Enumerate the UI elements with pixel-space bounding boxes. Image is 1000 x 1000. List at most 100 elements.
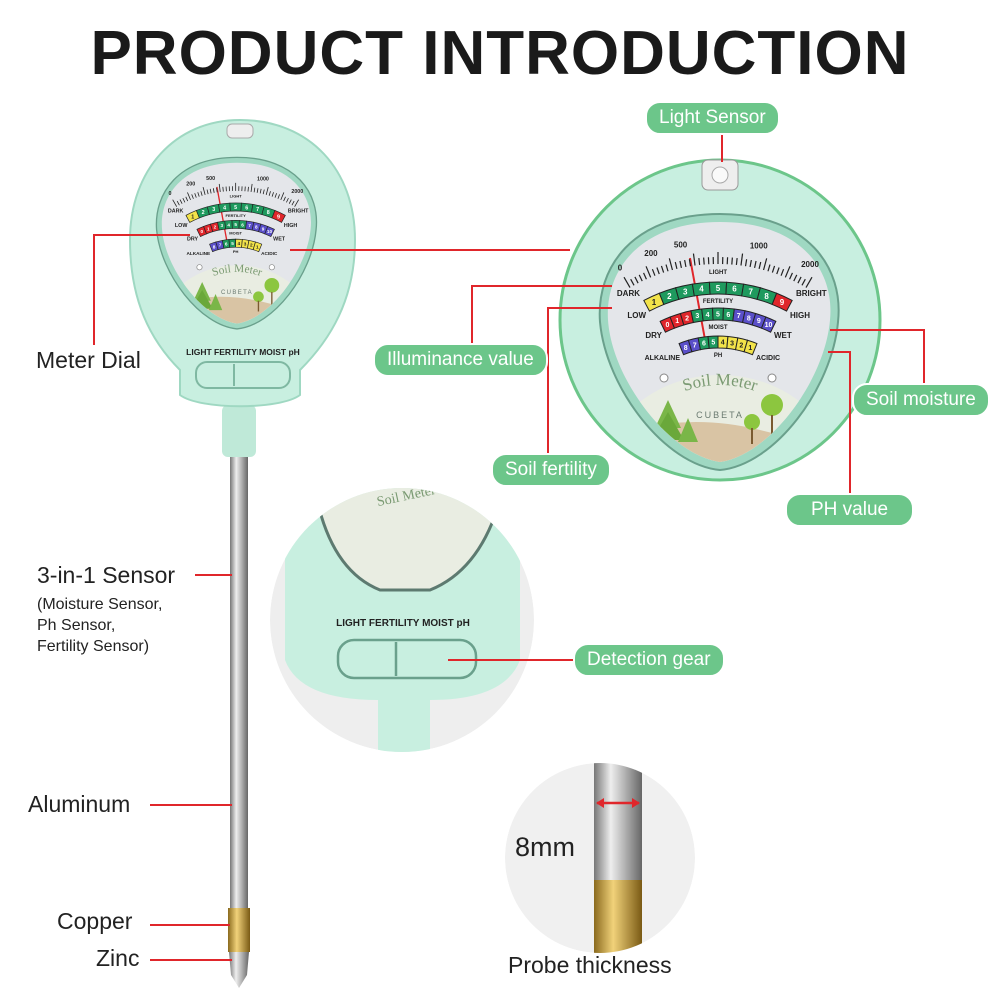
moist-scale-label: 6: [726, 312, 730, 319]
switch-labels-zoom: LIGHT FERTILITY MOIST pH: [336, 618, 470, 629]
switch-labels: LIGHT FERTILITY MOIST pH: [186, 347, 300, 357]
label-zinc: Zinc: [96, 945, 140, 971]
callout-detection-gear: Detection gear: [573, 643, 725, 677]
light-tick: [771, 265, 776, 273]
light-tick: [789, 272, 793, 280]
light-tick: [703, 257, 705, 265]
ph-scale-label: 1: [748, 345, 752, 352]
probe-zoom: [505, 763, 695, 953]
light-tick: [623, 276, 631, 288]
label-3in1-sensor: 3-in-1 Sensor: [37, 562, 176, 588]
fertility-scale-label: 3: [683, 287, 688, 296]
light-tick: [651, 268, 656, 276]
sensor-sub-fertility: Fertility Sensor): [37, 638, 150, 655]
moist-segment: [760, 316, 777, 333]
screw: [659, 373, 669, 383]
light-tick: [630, 278, 635, 286]
brand-name: CUBETA: [696, 410, 744, 420]
alkaline-label: ALKALINE: [645, 355, 681, 362]
light-tick: [674, 261, 678, 270]
light-scale-label: 0: [618, 263, 623, 272]
light-tick: [740, 253, 744, 266]
fertility-segment: [771, 292, 793, 312]
label-meter-dial: Meter Dial: [36, 347, 141, 373]
label-aluminum: Aluminum: [28, 791, 131, 817]
light-tick: [679, 260, 682, 268]
light-sensor-small: [226, 123, 254, 139]
ph-scale-label: 7: [693, 342, 697, 349]
probe-caption: Probe thickness: [508, 952, 672, 978]
fertility-scale-name: FERTILITY: [703, 299, 733, 305]
left-meter: LIGHT FERTILITY MOIST pH: [128, 118, 357, 988]
fertility-scale-label: 6: [732, 285, 737, 294]
light-tick: [665, 264, 669, 272]
dry-label: DRY: [645, 331, 662, 340]
light-tick: [784, 266, 791, 278]
dial-needle: [689, 257, 707, 346]
callout-illuminance: Illuminance value: [373, 343, 548, 377]
light-scale-label: 200: [644, 249, 658, 258]
light-tick: [744, 259, 748, 267]
fertility-scale-label: 9: [780, 298, 785, 307]
light-tick: [684, 259, 687, 268]
copper-section: [228, 908, 250, 952]
light-tick: [780, 268, 785, 276]
callout-soil-fertility: Soil fertility: [491, 453, 611, 487]
moist-scale-label: 5: [716, 311, 720, 318]
ph-scale-label: 4: [721, 340, 725, 347]
aluminum-rod: [230, 420, 248, 915]
screw: [767, 373, 777, 383]
fertility-scale-label: 8: [764, 292, 769, 301]
light-tick: [634, 276, 639, 284]
moist-scale-label: 1: [675, 318, 679, 325]
moist-scale-label: 3: [695, 313, 699, 320]
moist-scale-label: 9: [757, 318, 761, 325]
light-tick: [731, 257, 733, 265]
acidic-label: ACIDIC: [756, 355, 780, 362]
light-tick: [656, 267, 660, 275]
callout-ph-value: PH value: [785, 493, 915, 527]
sensor-sub-ph: Ph Sensor,: [37, 617, 116, 634]
dark-label: DARK: [617, 289, 640, 298]
label-copper: Copper: [57, 908, 133, 934]
light-tick: [643, 272, 647, 280]
low-label: LOW: [627, 311, 646, 320]
moist-scale-label: 0: [666, 322, 670, 329]
light-tick: [793, 274, 798, 282]
light-tick: [754, 260, 757, 268]
bright-label: BRIGHT: [796, 289, 827, 298]
ph-segment: [743, 339, 758, 356]
light-tick: [660, 265, 665, 273]
callout-lines: [93, 134, 925, 961]
wet-label: WET: [774, 331, 792, 340]
meter-neck: [222, 405, 256, 457]
detection-gear-zoom: Soil Meter LIGHT FERTILITY MOIST pH: [270, 488, 534, 752]
moist-scale-label: 10: [765, 322, 773, 329]
sensor-sub-moisture: (Moisture Sensor,: [37, 596, 163, 613]
light-tick: [797, 276, 802, 284]
light-tick: [668, 258, 674, 271]
callout-light-sensor: Light Sensor: [645, 101, 780, 135]
light-tick: [749, 259, 752, 268]
moist-scale-label: 7: [737, 313, 741, 320]
light-tick: [758, 261, 762, 270]
light-tick: [776, 267, 780, 275]
moist-scale-name: MOIST: [709, 325, 728, 331]
fertility-scale-label: 1: [652, 298, 657, 307]
ph-scale-label: 3: [730, 340, 734, 347]
page-title: PRODUCT INTRODUCTION: [90, 19, 910, 88]
detection-gear-switch[interactable]: [195, 361, 291, 389]
zinc-tip: [229, 952, 249, 988]
moist-scale-label: 4: [706, 312, 710, 319]
moist-scale-label: 8: [747, 315, 751, 322]
light-tick: [762, 258, 768, 271]
light-tick: [688, 259, 692, 267]
light-scale-label: 500: [674, 241, 688, 250]
sensor-sublist: (Moisture Sensor, Ph Sensor, Fertility S…: [37, 594, 162, 657]
ph-scale-label: 8: [684, 345, 688, 352]
callout-soil-moisture: Soil moisture: [852, 383, 990, 417]
ph-scale-label: 6: [702, 340, 706, 347]
